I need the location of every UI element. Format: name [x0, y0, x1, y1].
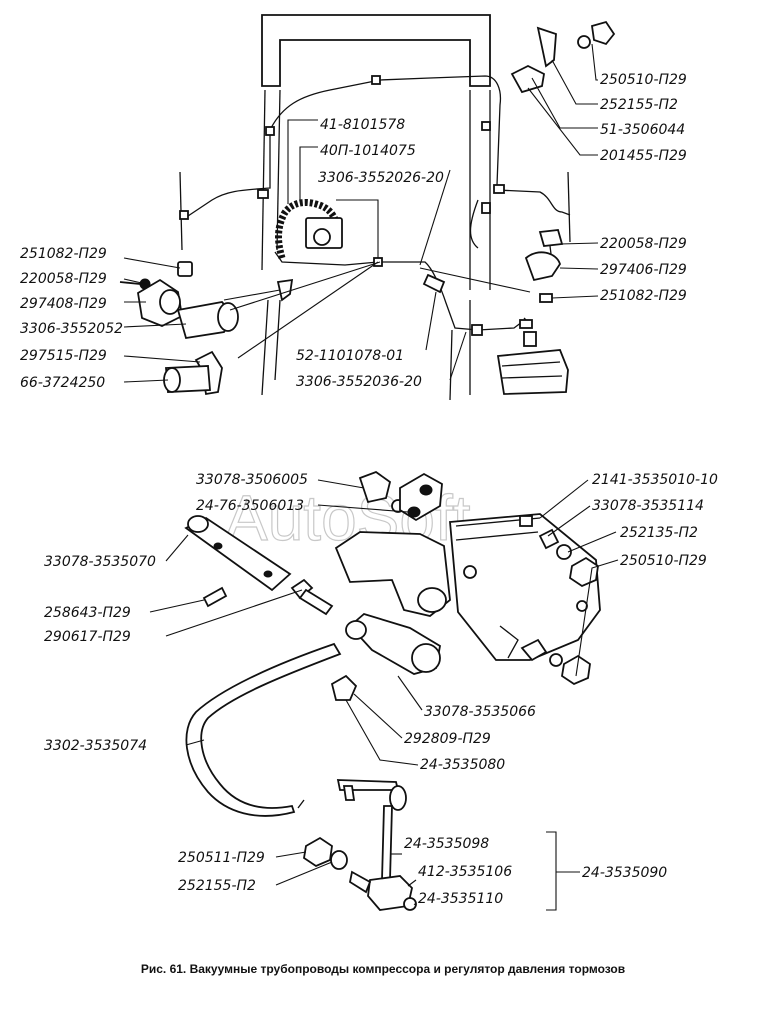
part-label: 297515-П29	[20, 348, 107, 364]
part-label: 33078-3535066	[424, 704, 536, 720]
regulator-assembly	[184, 470, 601, 701]
part-label: 2141-3535010-10	[592, 472, 718, 488]
bottom-label-group: 33078-3506005 24-76-3506013 33078-353507…	[44, 472, 718, 907]
part-label: 297406-П29	[600, 262, 687, 278]
part-label: 3306-3552026-20	[318, 170, 444, 186]
drive-belt	[185, 642, 342, 817]
part-label: 201455-П29	[600, 148, 687, 164]
part-label: 66-3724250	[20, 375, 105, 391]
rod-ball-joint	[303, 779, 417, 911]
part-label: 3306-3552052	[20, 321, 123, 337]
pressure-regulator-body	[496, 331, 569, 395]
right-clamp-parts	[510, 20, 616, 303]
part-label: 252155-П2	[600, 97, 678, 113]
part-label: 297408-П29	[20, 296, 107, 312]
figure-caption: Рис. 61. Вакуумные трубопроводы компресс…	[140, 962, 626, 976]
top-label-group: 41-8101578 40П-1014075 3306-3552026-20 2…	[20, 72, 687, 391]
part-label: 258643-П29	[44, 605, 131, 621]
part-label: 252135-П2	[620, 525, 698, 541]
part-label: 3302-3535074	[44, 738, 147, 754]
left-clamp-parts	[119, 261, 294, 396]
part-label: 24-3535080	[420, 757, 505, 773]
part-label: 24-3535110	[418, 891, 503, 907]
part-label: 412-3535106	[418, 864, 512, 880]
part-label: 41-8101578	[320, 117, 405, 133]
part-label: 251082-П29	[20, 246, 107, 262]
part-label: 220058-П29	[600, 236, 687, 252]
part-label: 290617-П29	[44, 629, 131, 645]
part-label: 40П-1014075	[320, 143, 416, 159]
part-label: 52-1101078-01	[296, 348, 404, 364]
part-label: 24-3535090	[582, 865, 667, 881]
part-label: 220058-П29	[20, 271, 107, 287]
part-label: 33078-3535070	[44, 554, 156, 570]
part-label: 252155-П2	[178, 878, 256, 894]
part-label: 51-3506044	[600, 122, 685, 138]
part-label: 292809-П29	[404, 731, 491, 747]
part-label: 250510-П29	[620, 553, 707, 569]
vacuum-lines	[179, 75, 571, 336]
vehicle-frame	[261, 14, 491, 401]
part-label: 250510-П29	[600, 72, 687, 88]
part-label: 33078-3535114	[592, 498, 704, 514]
part-label: 24-3535098	[404, 836, 489, 852]
part-label: 33078-3506005	[196, 472, 308, 488]
part-label: 250511-П29	[178, 850, 265, 866]
bottom-leaders	[149, 479, 619, 911]
part-label: 24-76-3506013	[196, 498, 304, 514]
part-label: 251082-П29	[600, 288, 687, 304]
top-leaders	[123, 43, 599, 383]
vacuum-hose-coiled	[275, 198, 343, 259]
part-label: 3306-3552036-20	[296, 374, 422, 390]
